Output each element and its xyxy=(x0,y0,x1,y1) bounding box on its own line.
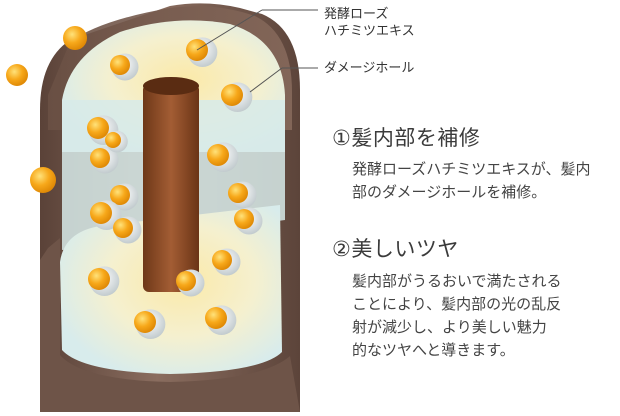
section-2-line-3: 射が減少し、より美しい魅力 xyxy=(352,318,547,336)
rose-extract-particle xyxy=(205,307,227,329)
rose-extract-particle xyxy=(87,117,109,139)
section-1-body: 発酵ローズハチミツエキスが、髪内 部のダメージホールを補修。 xyxy=(352,158,591,204)
rose-extract-particle xyxy=(176,271,196,291)
hair-lower-rim xyxy=(40,238,300,412)
rose-extract-particle xyxy=(90,202,112,224)
rose-extract-particle xyxy=(30,167,56,193)
medulla-top xyxy=(143,77,199,95)
particle-layer xyxy=(6,26,263,340)
section-1-heading: ①髪内部を補修 xyxy=(332,126,481,150)
rose-extract-particle xyxy=(63,26,87,50)
rose-extract-particle xyxy=(212,250,232,270)
medulla-core xyxy=(143,84,199,292)
callout-line-hole xyxy=(249,67,283,93)
rose-extract-particle xyxy=(134,311,156,333)
section-2-body: 髪内部がうるおいで満たされる ことにより、髪内部の光の乱反 射が減少し、より美し… xyxy=(352,270,562,362)
callout-rose-line2: ハチミツエキス xyxy=(324,24,415,39)
rose-extract-particle xyxy=(207,144,229,166)
rose-extract-particle xyxy=(105,132,121,148)
rose-extract-particle xyxy=(113,218,133,238)
section-2-line-4: 的なツヤへと導きます。 xyxy=(352,341,515,359)
rose-extract-particle xyxy=(6,64,28,86)
section-2-line-1: 髪内部がうるおいで満たされる xyxy=(352,272,562,290)
callout-damage-hole: ダメージホール xyxy=(324,60,414,77)
callout-rose-extract: 発酵ローズ ハチミツエキス xyxy=(324,6,415,40)
callout-hole-label: ダメージホール xyxy=(324,61,415,76)
section-1-line-2: 部のダメージホールを補修。 xyxy=(352,183,547,201)
callout-rose-line1: 発酵ローズ xyxy=(324,7,389,22)
callout-line-rose xyxy=(196,9,263,51)
section-2-heading: ②美しいツヤ xyxy=(332,237,459,261)
rose-extract-particle xyxy=(234,209,254,229)
rose-extract-particle xyxy=(110,185,130,205)
rose-extract-particle xyxy=(110,55,130,75)
rose-extract-particle xyxy=(221,84,243,106)
rose-extract-particle xyxy=(90,148,110,168)
section-1-line-1: 発酵ローズハチミツエキスが、髪内 xyxy=(352,160,591,178)
rose-extract-particle xyxy=(88,268,110,290)
section-2-line-2: ことにより、髪内部の光の乱反 xyxy=(352,295,562,313)
rose-extract-particle xyxy=(228,183,248,203)
